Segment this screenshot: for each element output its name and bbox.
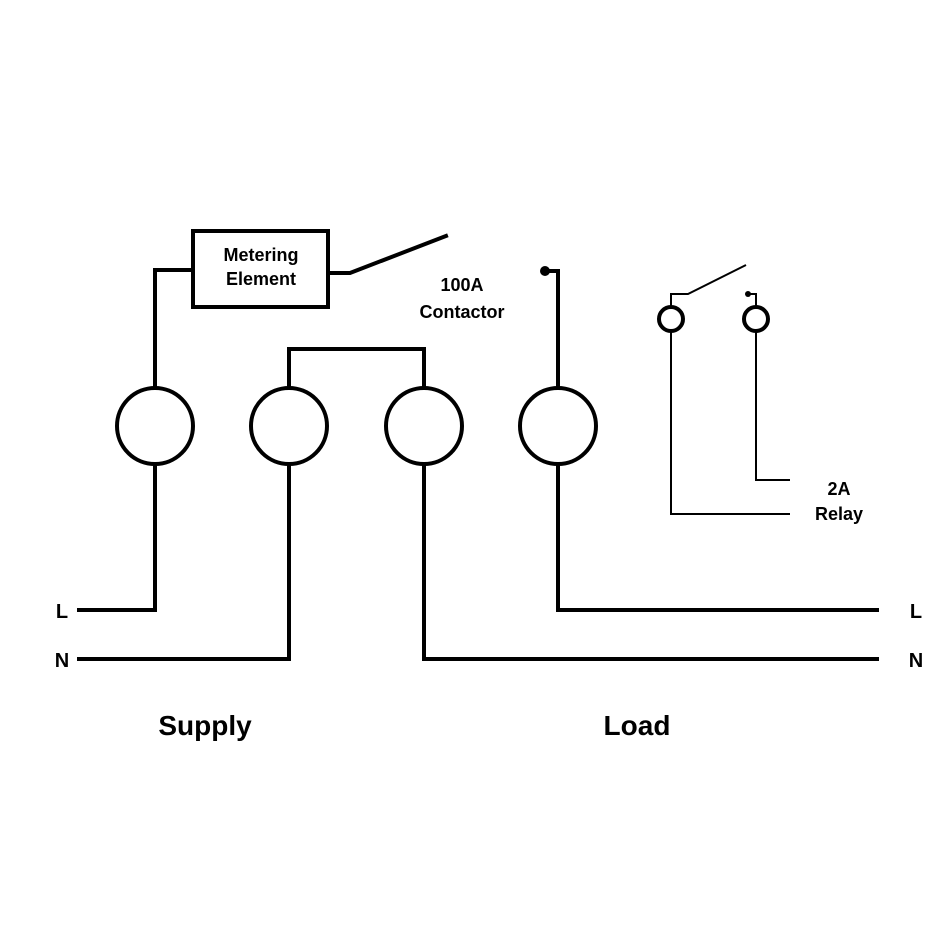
relay-switch-arm xyxy=(670,264,747,307)
relay: 2A Relay xyxy=(657,264,863,524)
relay-wire-2 xyxy=(755,331,790,481)
supply-neutral-label: N xyxy=(55,650,69,672)
relay-terminal-2 xyxy=(742,305,770,333)
supply-live-wire xyxy=(77,462,157,612)
relay-contact-wire xyxy=(748,293,757,307)
terminal-4-load-live xyxy=(518,386,598,466)
contactor-switch-arm xyxy=(326,233,449,275)
contactor-contact-wire xyxy=(543,269,560,389)
terminal-3-load-neutral xyxy=(384,386,464,466)
supply-title: Supply xyxy=(158,710,252,741)
relay-label-line2: Relay xyxy=(815,504,863,524)
terminal-2-supply-neutral xyxy=(249,386,329,466)
metering-element: Metering Element xyxy=(191,229,330,309)
relay-wire-1 xyxy=(670,331,790,515)
load-title: Load xyxy=(604,710,671,741)
load-neutral-wire xyxy=(422,462,879,661)
supply-neutral-wire xyxy=(77,462,291,661)
load-live-wire xyxy=(556,462,879,612)
supply-live-label: L xyxy=(56,601,68,623)
load-live-label: L xyxy=(910,601,922,623)
relay-label-line1: 2A xyxy=(827,479,850,499)
terminal-1-supply-live xyxy=(115,386,195,466)
relay-terminal-1 xyxy=(657,305,685,333)
metering-to-live-terminal-wire xyxy=(153,268,195,389)
load-neutral-label: N xyxy=(909,650,923,672)
metering-element-label-line2: Element xyxy=(226,269,296,289)
contactor-label-line1: 100A xyxy=(440,275,483,295)
neutral-bridge-wire xyxy=(287,347,426,389)
contactor-label-line2: Contactor xyxy=(420,302,505,322)
metering-element-label-line1: Metering xyxy=(223,245,298,265)
